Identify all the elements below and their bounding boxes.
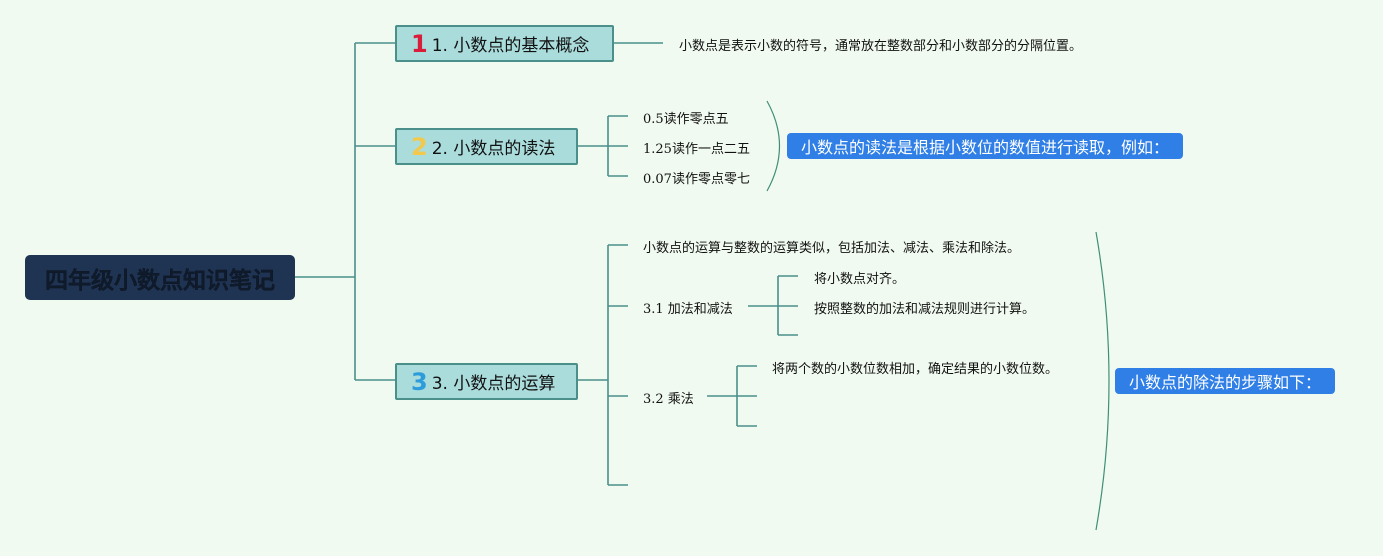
- number-three-icon: 3: [411, 367, 428, 396]
- reading-item[interactable]: 0.5读作零点五: [643, 112, 729, 127]
- topic-label: 2. 小数点的读法: [431, 139, 556, 159]
- topic-reading[interactable]: 2 2. 小数点的读法: [395, 128, 578, 165]
- reading-summary[interactable]: 小数点的读法是根据小数位的数值进行读取，例如：: [787, 133, 1184, 159]
- number-one-icon: 1: [411, 29, 428, 58]
- operations-intro[interactable]: 小数点的运算与整数的运算类似，包括加法、减法、乘法和除法。: [643, 241, 1021, 256]
- root-topic[interactable]: 四年级小数点知识笔记: [25, 255, 295, 300]
- topic-label: 3. 小数点的运算: [431, 374, 556, 394]
- reading-item[interactable]: 1.25读作一点二五: [643, 142, 750, 157]
- topic-operations[interactable]: 3 3. 小数点的运算: [395, 363, 578, 400]
- number-two-icon: 2: [411, 132, 428, 161]
- multiplication-label[interactable]: 3.2 乘法: [643, 392, 694, 407]
- root-title: 四年级小数点知识笔记: [45, 267, 275, 294]
- addition-step[interactable]: 将小数点对齐。: [814, 272, 906, 287]
- addition-label[interactable]: 3.1 加法和减法: [643, 302, 733, 317]
- multiplication-step[interactable]: 将两个数的小数位数相加，确定结果的小数位数。: [772, 362, 1059, 377]
- reading-item[interactable]: 0.07读作零点零七: [643, 172, 750, 187]
- topic-label: 1. 小数点的基本概念: [431, 36, 590, 56]
- topic-basic-concept[interactable]: 1 1. 小数点的基本概念: [395, 25, 614, 62]
- addition-step[interactable]: 按照整数的加法和减法规则进行计算。: [814, 302, 1036, 317]
- division-summary[interactable]: 小数点的除法的步骤如下：: [1115, 368, 1336, 394]
- concept-text[interactable]: 小数点是表示小数的符号，通常放在整数部分和小数部分的分隔位置。: [679, 39, 1083, 54]
